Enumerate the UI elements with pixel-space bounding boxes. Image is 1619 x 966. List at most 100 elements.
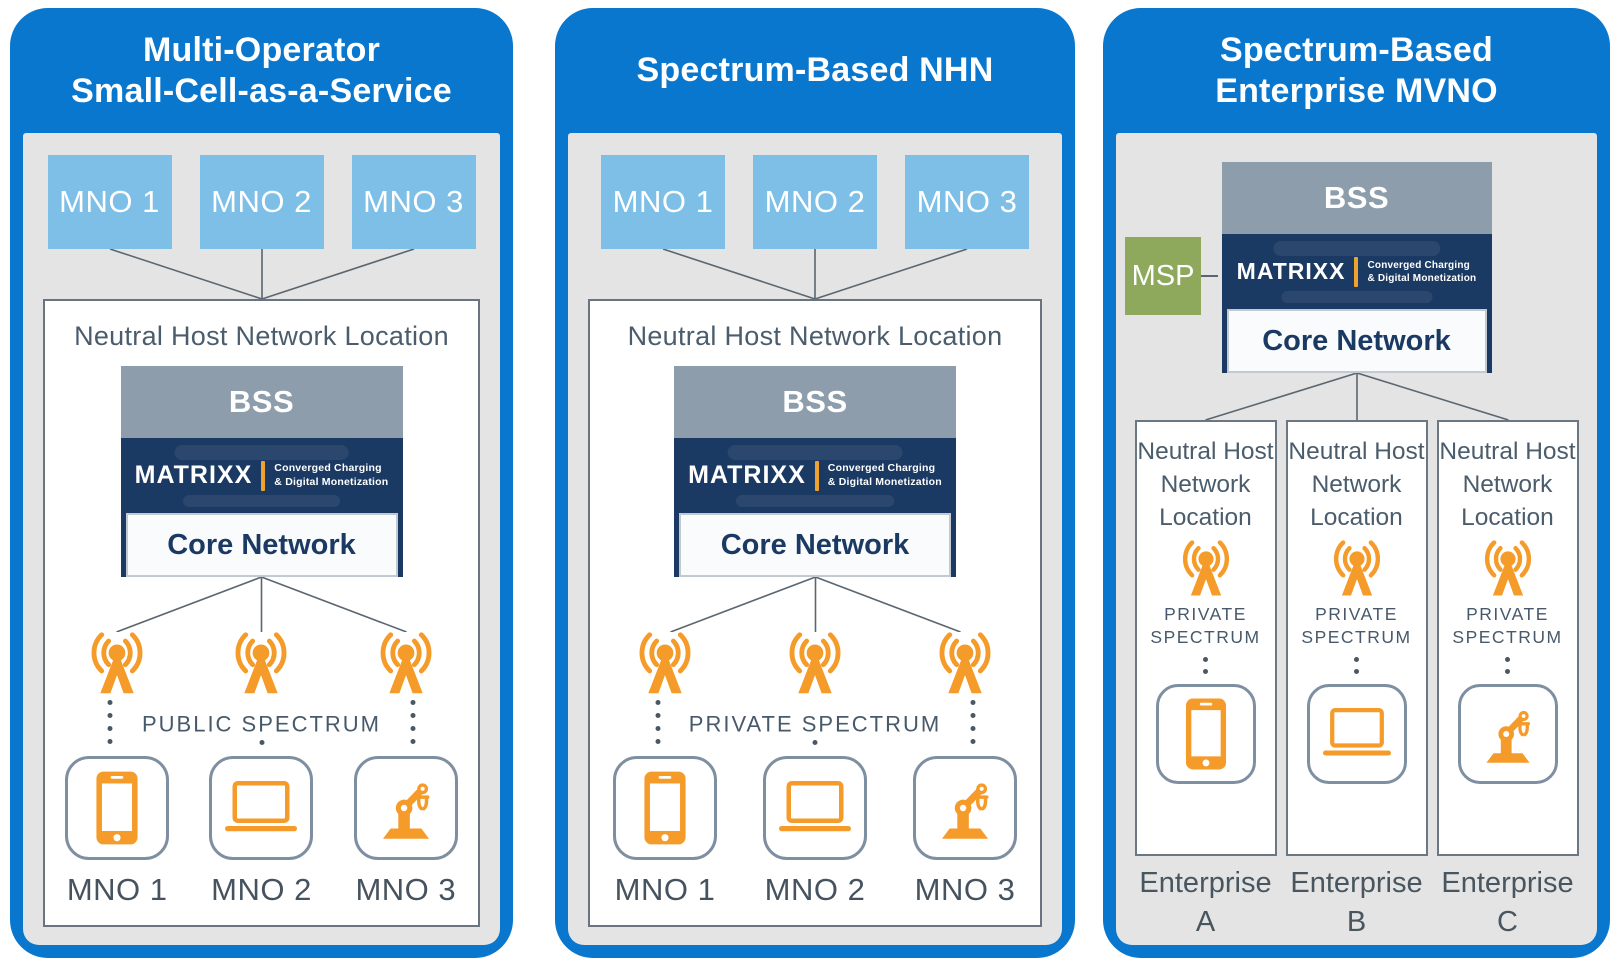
dotted-link bbox=[259, 740, 264, 745]
core-network-box: Core Network bbox=[125, 513, 398, 577]
operator-row: MNO 1 MNO 2 MNO 3 bbox=[47, 155, 476, 249]
device-row bbox=[590, 756, 1040, 860]
antenna-row bbox=[590, 632, 1040, 696]
spectrum-label: PUBLIC SPECTRUM bbox=[141, 711, 382, 737]
logo-faded-band bbox=[182, 495, 341, 507]
enterprise-label-line-2: A bbox=[1195, 906, 1216, 939]
panel-title: Multi-Operator Small-Cell-as-a-Service bbox=[10, 8, 513, 133]
core-network-box: Core Network bbox=[679, 513, 951, 577]
device-box-robot-arm bbox=[913, 756, 1017, 860]
device-box-smartphone bbox=[1155, 683, 1256, 784]
device-box-laptop bbox=[209, 756, 314, 860]
matrixx-wordmark: MATRIXX bbox=[1236, 258, 1346, 284]
panel-title-line-1: Spectrum-Based NHN bbox=[636, 51, 994, 90]
connector-operators-to-nhn bbox=[662, 249, 968, 299]
operator-box-mno-2: MNO 2 bbox=[753, 155, 877, 249]
antenna-icon bbox=[1325, 540, 1389, 598]
matrixx-tagline: Converged Charging & Digital Monetizatio… bbox=[1367, 259, 1476, 285]
operator-box-mno-2: MNO 2 bbox=[199, 155, 324, 249]
operator-box-mno-1: MNO 1 bbox=[47, 155, 172, 249]
nhn-title: Neutral Host Network Location bbox=[627, 321, 1003, 351]
device-row bbox=[45, 756, 478, 860]
nhn-title: Neutral Host Network Location bbox=[74, 321, 449, 351]
device-label: MNO 3 bbox=[914, 872, 1016, 907]
panel-title-line-2: Small-Cell-as-a-Service bbox=[71, 71, 452, 110]
panel-body: MNO 1 MNO 2 MNO 3 Neutral Host Network L… bbox=[23, 133, 500, 945]
spectrum-label: PRIVATE SPECTRUM bbox=[1150, 604, 1261, 648]
matrixx-logo: MATRIXX Converged Charging & Digital Mon… bbox=[688, 460, 942, 491]
tagline-line-2: & Digital Monetization bbox=[1367, 272, 1477, 284]
dotted-link bbox=[970, 700, 975, 744]
matrixx-logo-box: MATRIXX Converged Charging & Digital Mon… bbox=[674, 438, 956, 513]
robot-arm-icon bbox=[933, 777, 997, 839]
nhn-location-column-b: Neutral Host Network Location PRIVATE SP… bbox=[1285, 420, 1428, 856]
device-box-robot-arm bbox=[1457, 683, 1558, 784]
bss-box: BSS bbox=[1221, 162, 1492, 234]
matrixx-wordmark: MATRIXX bbox=[688, 461, 806, 489]
tagline-line-1: Converged Charging bbox=[274, 461, 382, 474]
antenna-icon bbox=[226, 632, 296, 696]
matrixx-logo: MATRIXX Converged Charging & Digital Mon… bbox=[1236, 256, 1477, 287]
antenna-row bbox=[45, 632, 478, 696]
device-label: MNO 2 bbox=[211, 872, 312, 907]
nhn-location-column-c: Neutral Host Network Location PRIVATE SP… bbox=[1436, 420, 1579, 856]
connector-msp-to-stack bbox=[1201, 275, 1218, 277]
panel-spectrum-based-nhn: Spectrum-Based NHN MNO 1 MNO 2 MNO 3 Neu… bbox=[555, 8, 1075, 958]
bss-box: BSS bbox=[674, 366, 956, 438]
core-network-wrap: Core Network bbox=[1221, 309, 1492, 373]
operator-box-mno-3: MNO 3 bbox=[351, 155, 476, 249]
logo-faded-band bbox=[727, 445, 903, 460]
logo-divider-bar bbox=[261, 460, 266, 491]
operator-box-mno-3: MNO 3 bbox=[905, 155, 1029, 249]
panel-multi-operator-small-cell: Multi-Operator Small-Cell-as-a-Service M… bbox=[10, 8, 513, 958]
matrixx-wordmark: MATRIXX bbox=[134, 461, 253, 489]
device-box-smartphone bbox=[65, 756, 170, 860]
enterprise-columns: Neutral Host Network Location PRIVATE SP… bbox=[1134, 420, 1579, 856]
dotted-link bbox=[655, 700, 660, 744]
dotted-link bbox=[812, 740, 818, 745]
nhn-title: Neutral Host Network Location bbox=[1439, 438, 1576, 531]
panel-title-line-2: Enterprise MVNO bbox=[1215, 71, 1498, 110]
panel-title-line-1: Multi-Operator bbox=[142, 30, 380, 69]
enterprise-label-line-1: Enterprise bbox=[1139, 867, 1272, 899]
tagline-line-2: & Digital Monetization bbox=[827, 475, 942, 488]
matrixx-tagline: Converged Charging & Digital Monetizatio… bbox=[274, 462, 388, 489]
logo-faded-band bbox=[1272, 241, 1441, 256]
laptop-icon bbox=[1320, 708, 1394, 759]
connector-core-to-locations bbox=[1204, 373, 1509, 420]
smartphone-icon bbox=[96, 771, 138, 845]
spectrum-label: PRIVATE SPECTRUM bbox=[688, 711, 942, 737]
dotted-link bbox=[107, 700, 113, 744]
bss-core-stack: BSS MATRIXX Converged Charging & Digital… bbox=[120, 366, 403, 577]
spectrum-label: PRIVATE SPECTRUM bbox=[1301, 604, 1412, 648]
spectrum-zone: PRIVATE SPECTRUM bbox=[590, 696, 1040, 756]
neutral-host-network-box: Neutral Host Network Location BSS MATRIX… bbox=[588, 299, 1042, 927]
matrixx-logo: MATRIXX Converged Charging & Digital Mon… bbox=[134, 460, 389, 491]
dotted-link bbox=[1203, 656, 1208, 674]
panel-title-line-1: Spectrum-Based bbox=[1220, 30, 1493, 69]
enterprise-label-line-2: C bbox=[1497, 906, 1518, 939]
antenna-icon bbox=[930, 632, 1000, 696]
device-box-laptop bbox=[763, 756, 867, 860]
enterprise-label-b: Enterprise B bbox=[1286, 864, 1428, 942]
enterprise-label-row: Enterprise A Enterprise B Enterprise C bbox=[1135, 864, 1579, 942]
device-label: MNO 2 bbox=[764, 872, 866, 907]
antenna-icon bbox=[82, 632, 152, 696]
device-box-laptop bbox=[1306, 683, 1407, 784]
logo-faded-band bbox=[174, 445, 349, 460]
logo-divider-bar bbox=[814, 460, 819, 491]
nhn-title: Neutral Host Network Location bbox=[1288, 438, 1425, 531]
antenna-icon bbox=[1174, 540, 1238, 598]
panel-title: Spectrum-Based Enterprise MVNO bbox=[1103, 8, 1610, 133]
device-label: MNO 3 bbox=[355, 872, 457, 907]
robot-arm-icon bbox=[1478, 705, 1538, 763]
operator-box-mno-1: MNO 1 bbox=[601, 155, 725, 249]
smartphone-icon bbox=[644, 771, 686, 845]
tagline-line-1: Converged Charging bbox=[827, 461, 936, 474]
laptop-icon bbox=[776, 781, 854, 835]
laptop-icon bbox=[222, 781, 300, 835]
enterprise-label-line-2: B bbox=[1346, 906, 1367, 939]
panel-title: Spectrum-Based NHN bbox=[555, 8, 1075, 133]
bss-core-stack: BSS MATRIXX Converged Charging & Digital… bbox=[1221, 162, 1492, 373]
